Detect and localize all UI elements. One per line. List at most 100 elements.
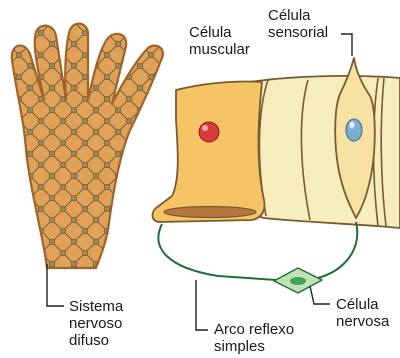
nerve-node (16, 118, 22, 124)
nerve-node (115, 151, 121, 157)
nerve-node (60, 118, 66, 124)
nerve-node (104, 52, 110, 58)
nerve-node (126, 228, 132, 234)
nerve-node (159, 85, 165, 91)
nerve-cell (274, 268, 322, 293)
nerve-node (71, 173, 77, 179)
nerve-node (71, 107, 77, 113)
nerve-node (16, 52, 22, 58)
label-reflex-arc: Arco reflexosimples (214, 321, 294, 355)
nerve-node (16, 162, 22, 168)
label-diffuse-nervous-system: Sistemanervosodifuso (69, 298, 123, 349)
nerve-node (115, 195, 121, 201)
nerve-node (5, 19, 11, 25)
nerve-node (148, 30, 154, 36)
nerve-node (49, 173, 55, 179)
nerve-node (38, 140, 44, 146)
nerve-node (5, 151, 11, 157)
nucleus-highlight (350, 122, 355, 129)
nerve-node (137, 151, 143, 157)
nerve-node (16, 250, 22, 256)
nerve-node (27, 107, 33, 113)
nerve-node (82, 228, 88, 234)
nerve-node (137, 85, 143, 91)
nerve-node (93, 217, 99, 223)
nerve-node (5, 195, 11, 201)
nerve-node (82, 162, 88, 168)
leader-diffuse (47, 264, 64, 306)
sensory-cell-nucleus (346, 119, 362, 141)
muscle-cell (153, 81, 265, 222)
nerve-node (5, 261, 11, 267)
nerve-node (38, 118, 44, 124)
nerve-node (5, 107, 11, 113)
nerve-node (159, 129, 165, 135)
nerve-node (27, 239, 33, 245)
nerve-node (49, 217, 55, 223)
nerve-node (93, 107, 99, 113)
nerve-node (27, 85, 33, 91)
nerve-node (93, 151, 99, 157)
nerve-node (115, 129, 121, 135)
nerve-node (148, 250, 154, 256)
nerve-node (71, 195, 77, 201)
nerve-node (5, 129, 11, 135)
nerve-node (148, 228, 154, 234)
nerve-node (38, 250, 44, 256)
leader-nerve-cell (310, 286, 330, 304)
epithelial-tissue (153, 58, 400, 228)
nerve-node (126, 118, 132, 124)
label-sensory-cell: Célulasensorial (268, 7, 328, 41)
nerve-node (115, 261, 121, 267)
nerve-node (115, 19, 121, 25)
nerve-node (38, 52, 44, 58)
nerve-fiber (0, 0, 8, 300)
nerve-node (159, 41, 165, 47)
nerve-node (16, 74, 22, 80)
nerve-node (71, 217, 77, 223)
nerve-node (71, 41, 77, 47)
nerve-node (159, 19, 165, 25)
nerve-node (38, 206, 44, 212)
nerve-node (27, 151, 33, 157)
nerve-node (16, 30, 22, 36)
nerve-node (5, 239, 11, 245)
nerve-node (137, 261, 143, 267)
nerve-node (93, 195, 99, 201)
nerve-node (104, 96, 110, 102)
nerve-node (16, 140, 22, 146)
nerve-node (126, 30, 132, 36)
nerve-node (71, 129, 77, 135)
nerve-node (38, 184, 44, 190)
nerve-node (16, 206, 22, 212)
nucleus-highlight (202, 125, 208, 131)
nerve-node (27, 129, 33, 135)
nerve-node (60, 228, 66, 234)
nerve-node (159, 151, 165, 157)
nerve-node (49, 85, 55, 91)
label-nerve-cell: Célulanervosa (336, 296, 389, 330)
contractile-fiber (164, 207, 256, 218)
nerve-node (38, 162, 44, 168)
nerve-node (71, 239, 77, 245)
nerve-node (148, 96, 154, 102)
nerve-node (49, 261, 55, 267)
nerve-node (82, 140, 88, 146)
nerve-node (148, 140, 154, 146)
nerve-node (16, 184, 22, 190)
nerve-node (82, 250, 88, 256)
nerve-node (93, 173, 99, 179)
nerve-node (126, 162, 132, 168)
leader-sensory (341, 34, 352, 56)
nerve-node (104, 118, 110, 124)
nerve-node (93, 85, 99, 91)
nerve-node (104, 30, 110, 36)
nerve-node (126, 96, 132, 102)
nerve-node (60, 30, 66, 36)
nerve-node (82, 206, 88, 212)
nerve-node (82, 184, 88, 190)
nerve-node (49, 129, 55, 135)
nerve-node (93, 239, 99, 245)
nerve-node (38, 30, 44, 36)
